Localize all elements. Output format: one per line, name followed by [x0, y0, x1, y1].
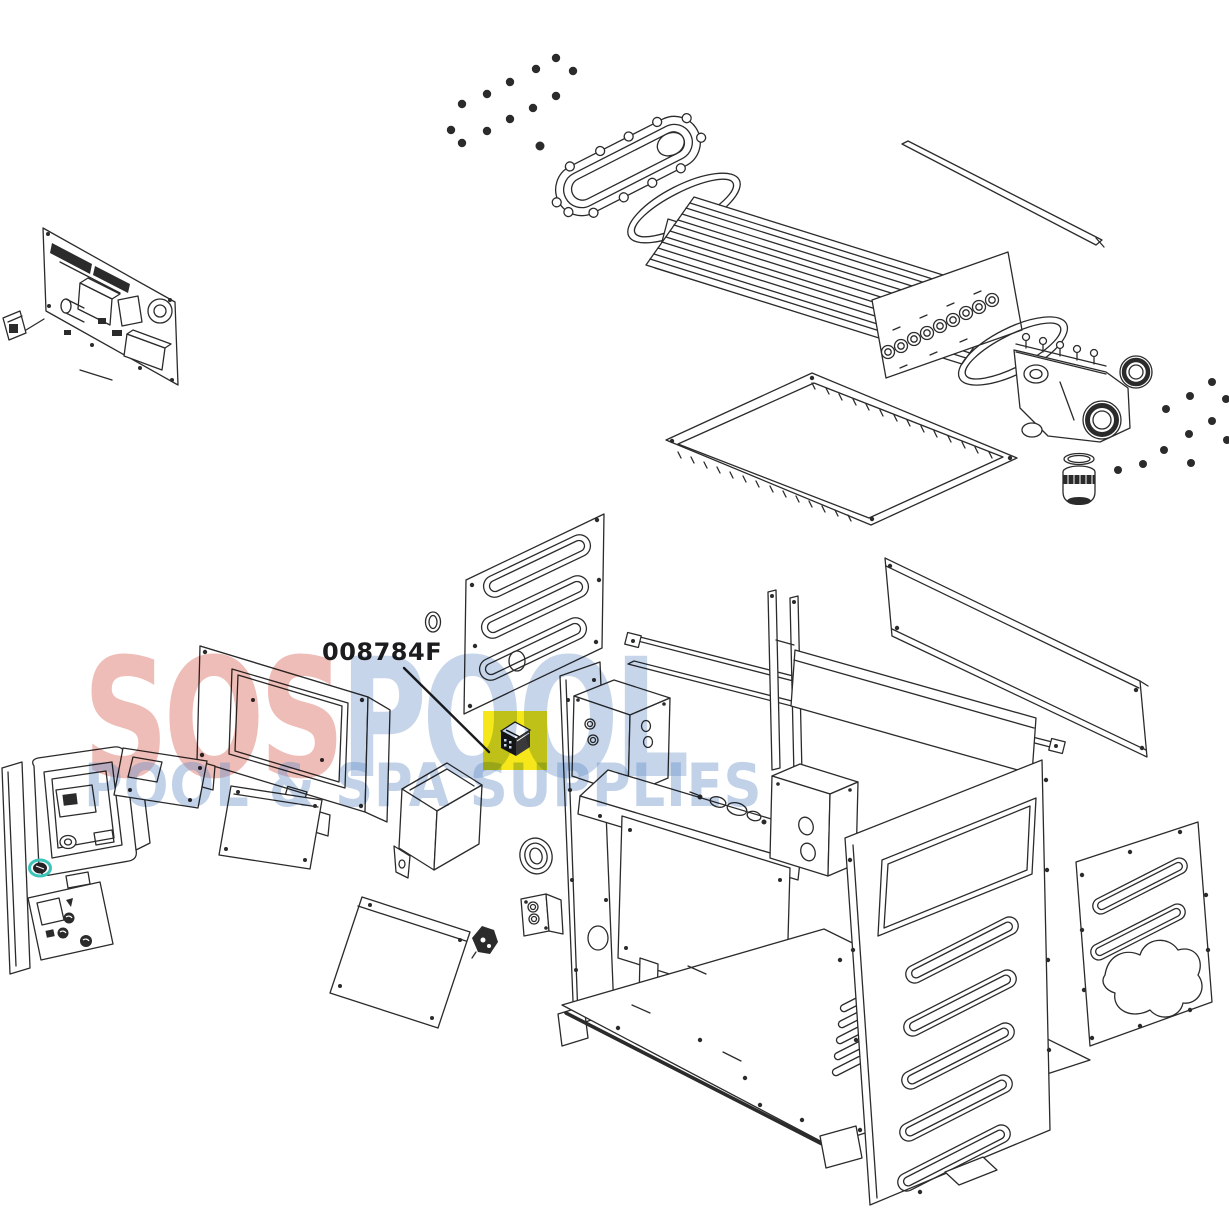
junction-box-cover [393, 762, 483, 879]
shelf-end-box [769, 763, 859, 877]
cabinet-right-wall [844, 759, 1052, 1206]
header-bolts [551, 112, 707, 218]
louver-slot [482, 534, 592, 598]
tilted-blank-panel [329, 896, 471, 1029]
part-number-label: 008784F [322, 638, 442, 666]
display-bezel [32, 746, 151, 889]
panel-o-ring [424, 611, 442, 633]
louver-slot [903, 969, 1017, 1037]
louver-slot [901, 1022, 1015, 1090]
window-cover-panel [113, 747, 208, 809]
manifold-studs [1021, 332, 1099, 365]
control-board [42, 227, 179, 386]
manifold-port-lower [1082, 400, 1122, 440]
louver-slot [905, 916, 1019, 984]
panel-cutout [1102, 939, 1203, 1018]
burner-tray [665, 372, 1018, 526]
blank-cover-panel [218, 785, 323, 870]
drain-plug [1062, 452, 1096, 505]
louver-slot [897, 1124, 1011, 1192]
right-louver-panel [1075, 821, 1213, 1047]
switch-bracket [520, 893, 564, 937]
baffle-panel [884, 557, 1149, 758]
retainer-rod [901, 140, 1105, 248]
inner-control-box [571, 679, 671, 796]
part-callout: 008784F [322, 638, 491, 754]
louver-slot [1090, 903, 1186, 961]
louver-slot [1092, 857, 1188, 915]
inlet-outlet-manifold [1013, 332, 1153, 443]
header-casting [551, 112, 707, 218]
manifold-port-upper [1119, 355, 1153, 389]
mounting-bolts-right [1114, 378, 1229, 474]
tube-sheet-right [871, 251, 1023, 379]
pressure-switch [471, 926, 498, 959]
leader-line [402, 666, 491, 754]
louver-slot [480, 575, 590, 639]
side-louver-panel [463, 513, 605, 715]
left-edge-panel [1, 761, 31, 975]
keypad-overlay [27, 881, 114, 961]
louver-slot [478, 617, 588, 681]
tube-ends [880, 292, 1000, 360]
teal-button [28, 858, 52, 878]
mounting-bolts-left [446, 53, 602, 175]
grommet [519, 837, 553, 875]
relay-block-icon[interactable] [499, 721, 532, 756]
louver-slot [899, 1074, 1013, 1142]
board-connector [2, 310, 45, 341]
